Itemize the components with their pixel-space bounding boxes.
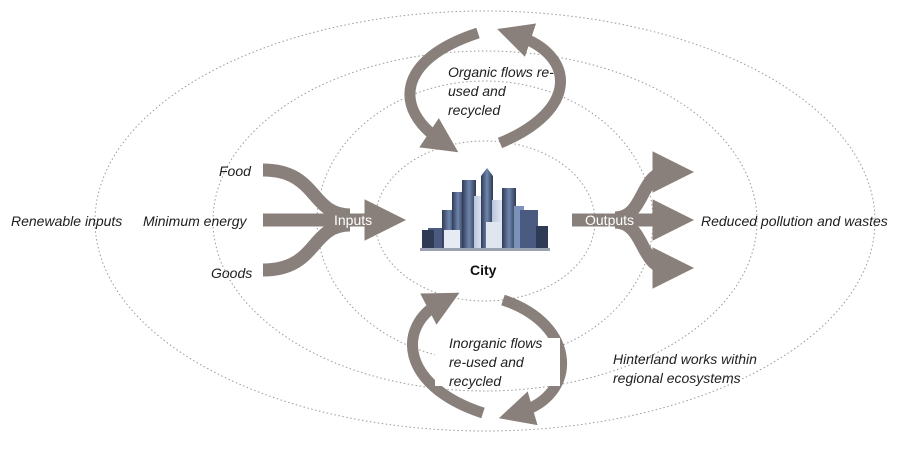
inorganic-label-backing (435, 338, 560, 386)
food-input-arrow (262, 163, 351, 222)
output-arrow-bottom (614, 215, 694, 289)
goods-label: Goods (211, 265, 253, 281)
organic-flows-label: Organic flows re-used and recycled (448, 64, 554, 118)
reduced-pollution-label: Reduced pollution and wastes (701, 213, 888, 229)
organic-arrow-up (497, 23, 566, 149)
city-label: City (470, 262, 497, 278)
organic-cycle-arrows (404, 23, 566, 153)
inputs-label: Inputs (334, 212, 372, 228)
food-label: Food (219, 163, 251, 179)
inorganic-arrow-up (407, 292, 485, 419)
minimum-energy-label: Minimum energy (143, 213, 247, 229)
inorganic-arrow-down (498, 294, 568, 426)
goods-input-arrow (262, 218, 351, 277)
hinterland-label: Hinterland works within regional ecosyst… (613, 351, 757, 386)
organic-arrow-down (404, 27, 480, 153)
inorganic-flows-label: Inorganic flows re-used and recycled (449, 335, 543, 389)
ring-outer (94, 10, 876, 432)
renewable-inputs-label: Renewable inputs (11, 213, 123, 229)
inorganic-cycle-arrows (407, 292, 568, 426)
output-arrows (572, 151, 694, 289)
output-arrow-top (614, 151, 694, 225)
input-arrows (262, 163, 406, 277)
outputs-label: Outputs (585, 212, 634, 228)
ring-third (212, 50, 758, 392)
city-skyline-icon (420, 168, 550, 251)
